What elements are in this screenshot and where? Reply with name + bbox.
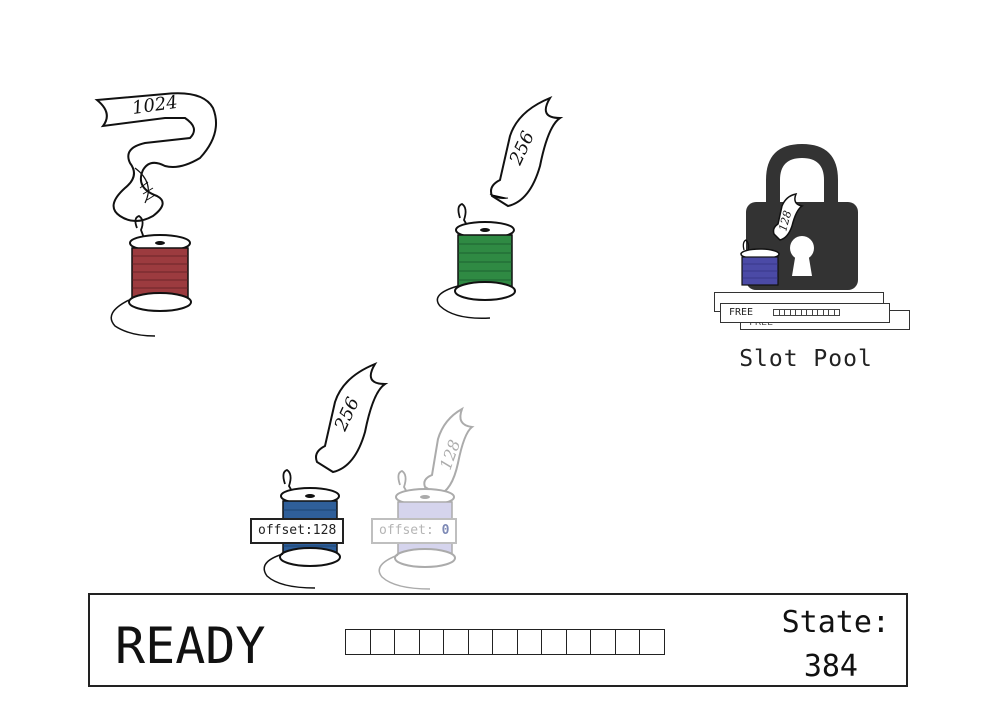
spool-green-thread: [457, 234, 513, 288]
spool-pool-label: 128: [776, 209, 794, 233]
progress-cell: [369, 629, 396, 655]
status-panel: READY State: 384: [88, 593, 908, 687]
spool-pool-128: 128: [740, 192, 804, 286]
offset-tag-blue: offset:128: [250, 518, 345, 544]
offset-tag-ghost-prefix: offset:: [379, 523, 434, 538]
progress-cell: [516, 629, 543, 655]
slot-cells: [773, 309, 840, 316]
spool-red-1024: 1024: [94, 92, 217, 337]
progress-cell: [614, 629, 641, 655]
slot-pool: 128 FREE FREE: [710, 140, 920, 380]
progress-cell: [639, 629, 665, 655]
progress-cell: [541, 629, 567, 655]
progress-cell: [467, 629, 494, 655]
spool-ghost-128: 128: [378, 406, 475, 590]
offset-tag-ghost-value: 0: [441, 523, 450, 538]
progress-cell: [418, 629, 445, 655]
pool-title: Slot Pool: [739, 346, 873, 372]
slot-cell: [833, 309, 840, 316]
progress-cells: [345, 629, 665, 655]
progress-cell: [492, 629, 518, 655]
state-label: State:: [781, 605, 890, 640]
progress-cell: [565, 629, 592, 655]
progress-cell: [443, 629, 469, 655]
slot-label-front: FREE: [729, 307, 754, 318]
progress-cell: [345, 629, 371, 655]
spool-green-256: 256: [436, 95, 564, 319]
status-word: READY: [115, 617, 266, 675]
progress-cell: [590, 629, 616, 655]
progress-cell: [394, 629, 420, 655]
state-value: 384: [803, 649, 858, 684]
offset-tag-ghost: offset: 0: [371, 518, 458, 544]
slot-bar-front: FREE: [720, 303, 890, 323]
